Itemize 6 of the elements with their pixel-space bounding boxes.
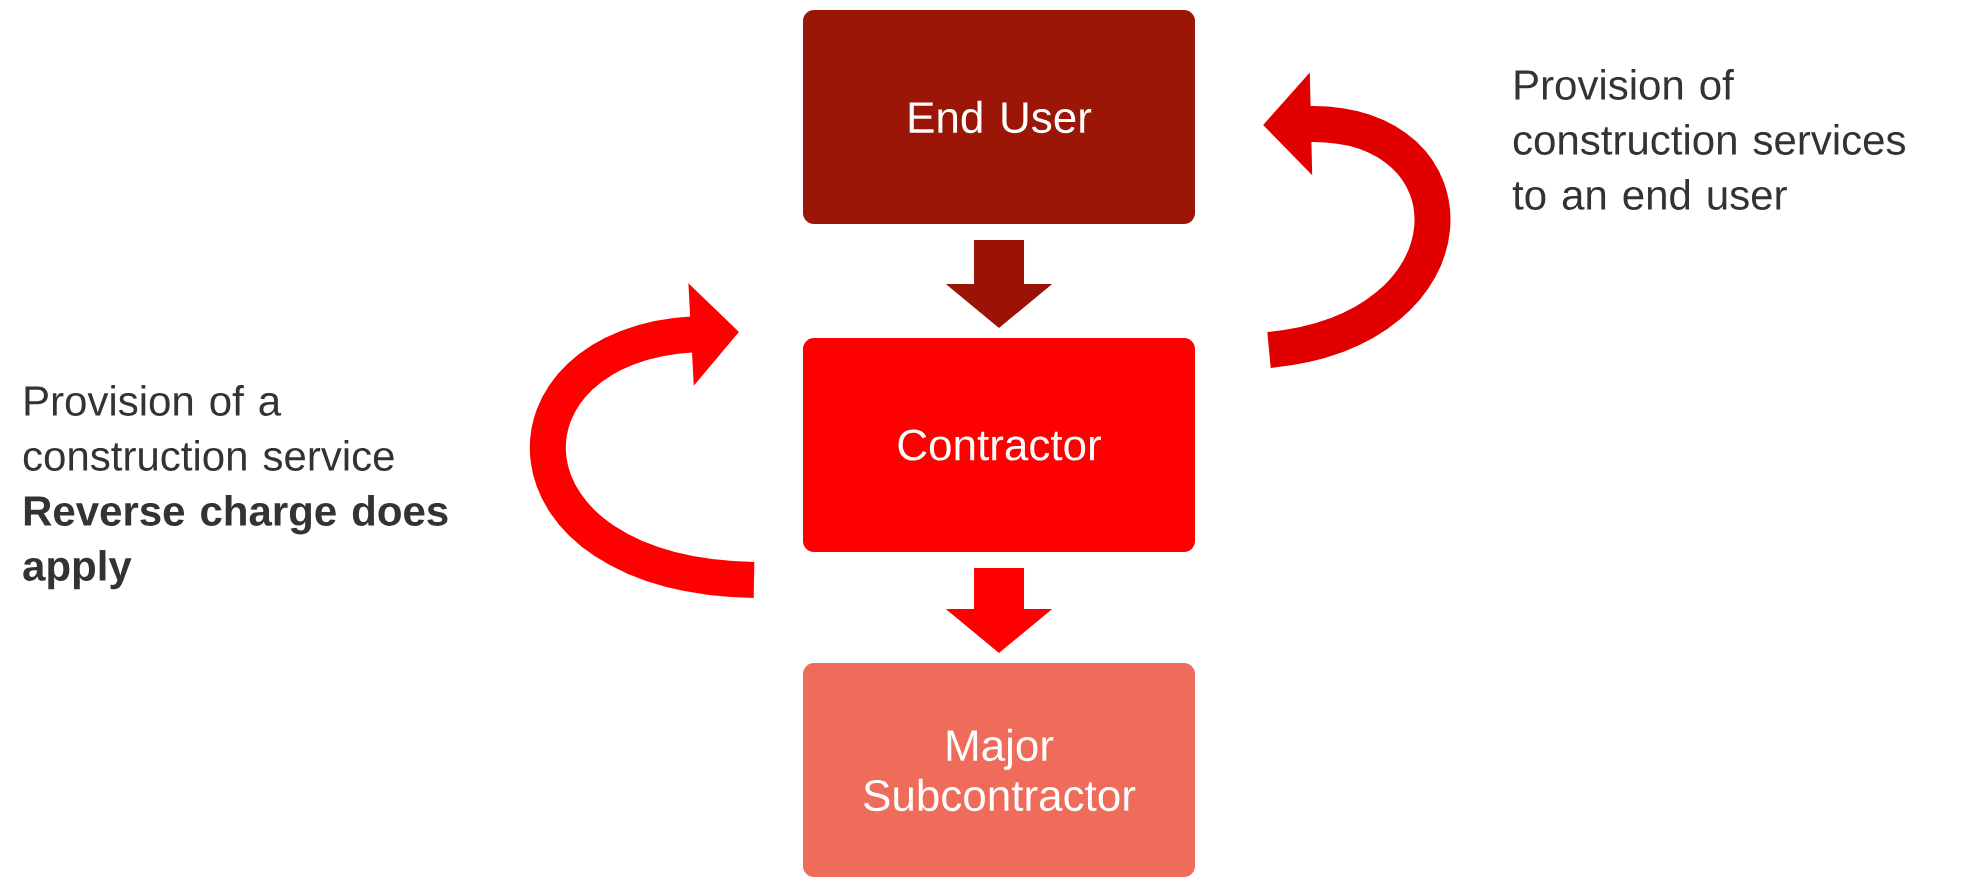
process-box: Contractor xyxy=(801,336,1197,554)
process-box: End User xyxy=(801,8,1197,226)
edge-label: Provision of a construction service Reverse charge does apply xyxy=(23,385,448,590)
arrow xyxy=(530,283,756,598)
edge-label: Provision of construction services to an end user xyxy=(1512,69,1905,210)
process-box: Major Subcontractor xyxy=(801,661,1197,879)
